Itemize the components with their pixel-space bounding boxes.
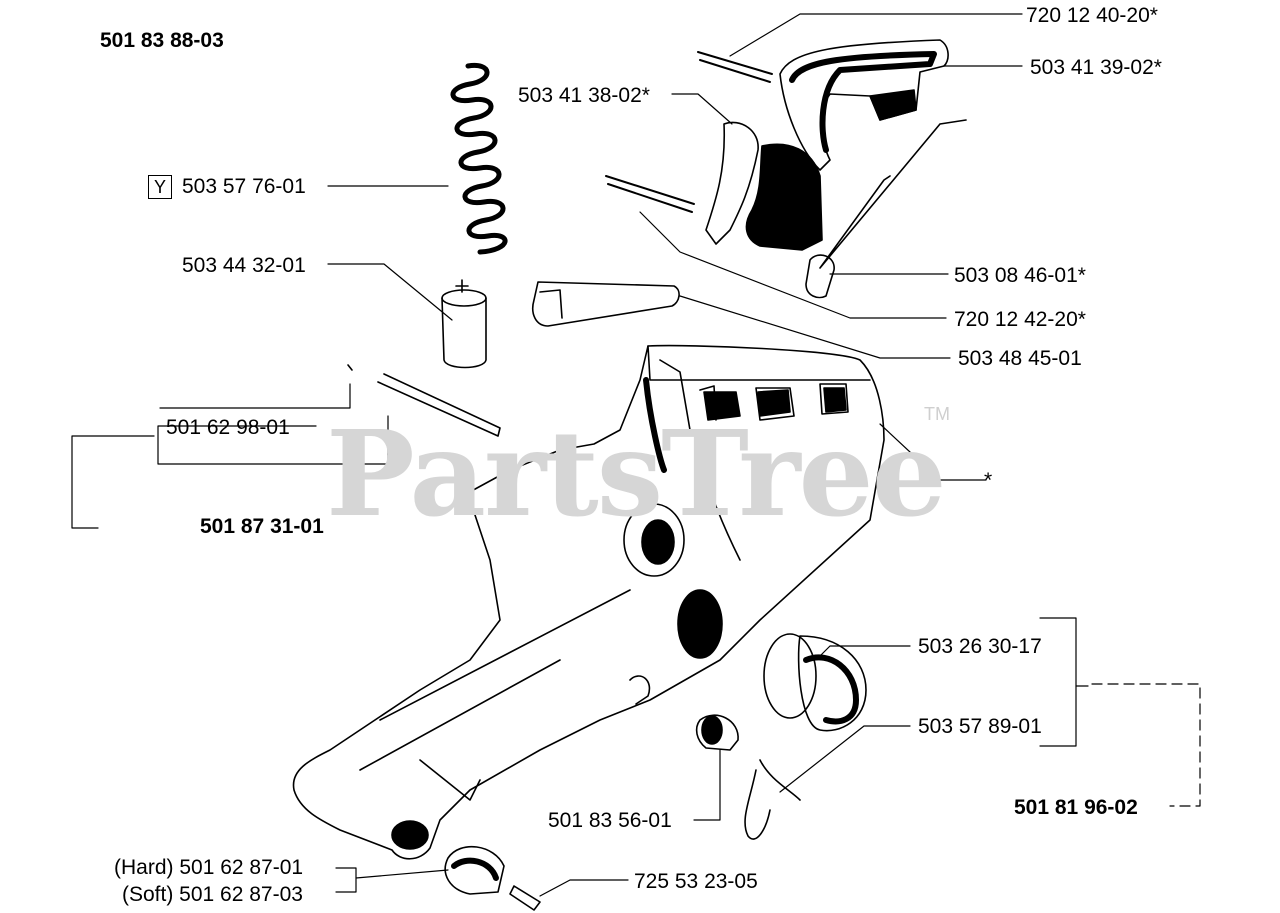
assembly-501-87-31-01: 501 87 31-01 bbox=[200, 515, 324, 538]
label-503-26-30-17: 503 26 30-17 bbox=[918, 635, 1042, 658]
spring-part bbox=[450, 62, 508, 255]
label-501-83-56-01: 501 83 56-01 bbox=[548, 809, 672, 832]
label-501-62-98-01: 501 62 98-01 bbox=[166, 416, 290, 439]
label-503-57-76-01: 503 57 76-01 bbox=[182, 175, 306, 198]
main-housing-part bbox=[292, 344, 885, 860]
bushing-part bbox=[695, 714, 739, 751]
label-503-57-89-01: 503 57 89-01 bbox=[918, 715, 1042, 738]
filter-part bbox=[441, 279, 487, 369]
lever-part bbox=[532, 281, 680, 327]
assembly-501-81-96-02: 501 81 96-02 bbox=[1014, 796, 1138, 819]
screw-part bbox=[509, 885, 541, 911]
label-soft-501-62-87-03: (Soft) 501 62 87-03 bbox=[122, 883, 303, 906]
leader-lines bbox=[71, 13, 1201, 897]
assembly-501-83-88-03: 501 83 88-03 bbox=[100, 29, 224, 52]
cap-part bbox=[744, 633, 867, 840]
throttle-part bbox=[705, 121, 835, 299]
label-720-12-40-20: 720 12 40-20* bbox=[1026, 4, 1158, 27]
label-503-44-32-01: 503 44 32-01 bbox=[182, 254, 306, 277]
label-asterisk: * bbox=[984, 469, 993, 492]
handle-pins bbox=[605, 51, 773, 213]
grommet-part bbox=[444, 845, 505, 895]
pin-part bbox=[347, 364, 501, 437]
watermark: PartsTree bbox=[326, 404, 947, 543]
label-503-41-38-02: 503 41 38-02* bbox=[518, 84, 650, 107]
label-503-08-46-01: 503 08 46-01* bbox=[954, 264, 1086, 287]
label-725-53-23-05: 725 53 23-05 bbox=[634, 870, 758, 893]
label-720-12-42-20: 720 12 42-20* bbox=[954, 308, 1086, 331]
rear-handle-part bbox=[779, 39, 967, 269]
label-hard-501-62-87-01: (Hard) 501 62 87-01 bbox=[114, 856, 304, 879]
label-503-48-45-01: 503 48 45-01 bbox=[958, 347, 1082, 370]
watermark-tm: TM bbox=[924, 404, 950, 424]
model-marker-y: Y bbox=[148, 175, 172, 199]
label-503-41-39-02: 503 41 39-02* bbox=[1030, 56, 1162, 79]
